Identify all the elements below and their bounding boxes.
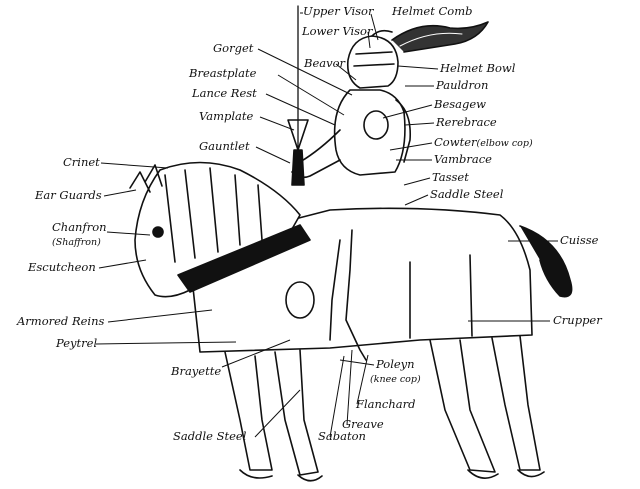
front-leg-2 bbox=[274, 349, 319, 476]
label-breastplate: Breastplate bbox=[189, 66, 257, 80]
peytrel-boss bbox=[285, 281, 315, 319]
label-lance-rest: Lance Rest bbox=[192, 86, 257, 100]
label-gauntlet: Gauntlet bbox=[199, 139, 250, 153]
label-cuisse: Cuisse bbox=[560, 233, 599, 247]
label-helmet-comb: Helmet Comb bbox=[392, 4, 473, 18]
label-brayette: Brayette bbox=[171, 364, 222, 378]
helmet bbox=[346, 35, 399, 89]
label-armored-reins: Armored Reins bbox=[17, 314, 105, 328]
label-beavor: Beavor bbox=[304, 56, 346, 70]
label-ear-guards: Ear Guards bbox=[35, 188, 102, 202]
label-pauldron: Pauldron bbox=[436, 78, 489, 92]
ear-guards-shape bbox=[129, 164, 163, 193]
label-chanfron: Chanfron bbox=[52, 220, 107, 234]
rear-leg-2 bbox=[491, 335, 541, 471]
label-poleyn-note: (knee cop) bbox=[370, 374, 421, 385]
label-lower-visor: Lower Visor bbox=[302, 24, 373, 38]
label-vamplate: Vamplate bbox=[199, 109, 254, 123]
label-crupper: Crupper bbox=[553, 313, 602, 327]
breastplate-shape bbox=[333, 89, 406, 176]
label-tasset: Tasset bbox=[432, 170, 469, 184]
tail bbox=[519, 225, 573, 298]
front-leg bbox=[224, 351, 273, 471]
label-besagew: Besagew bbox=[434, 97, 487, 111]
label-upper-visor: Upper Visor bbox=[303, 4, 374, 18]
leader-lines bbox=[95, 12, 558, 438]
label-chanfron-alt: (Shaffron) bbox=[52, 237, 101, 248]
label-helmet-bowl: Helmet Bowl bbox=[440, 61, 516, 75]
label-vambrace: Vambrace bbox=[434, 152, 492, 166]
label-rerebrace: Rerebrace bbox=[436, 115, 497, 129]
label-saddle-steel-bottom: Saddle Steel bbox=[173, 429, 247, 443]
label-cowter-note: (elbow cop) bbox=[476, 138, 533, 149]
label-sabaton: Sabaton bbox=[318, 429, 366, 443]
label-gorget: Gorget bbox=[213, 41, 254, 55]
rear-leg bbox=[429, 339, 496, 473]
label-cowter: Cowter(elbow cop) bbox=[434, 135, 533, 149]
label-peytrel: Peytrel bbox=[56, 336, 98, 350]
label-flanchard: Flanchard bbox=[356, 397, 416, 411]
label-escutcheon: Escutcheon bbox=[28, 260, 96, 274]
plume bbox=[391, 21, 489, 53]
label-saddle-steel-top: Saddle Steel bbox=[430, 187, 504, 201]
label-cowter-main: Cowter bbox=[434, 135, 477, 149]
besagew-disc bbox=[363, 110, 389, 140]
label-crinet: Crinet bbox=[63, 155, 100, 169]
vamplate-shape bbox=[287, 119, 309, 151]
label-poleyn: Poleyn bbox=[376, 357, 415, 371]
label-greave: Greave bbox=[342, 417, 384, 431]
eye bbox=[152, 226, 164, 238]
reins bbox=[177, 224, 311, 293]
